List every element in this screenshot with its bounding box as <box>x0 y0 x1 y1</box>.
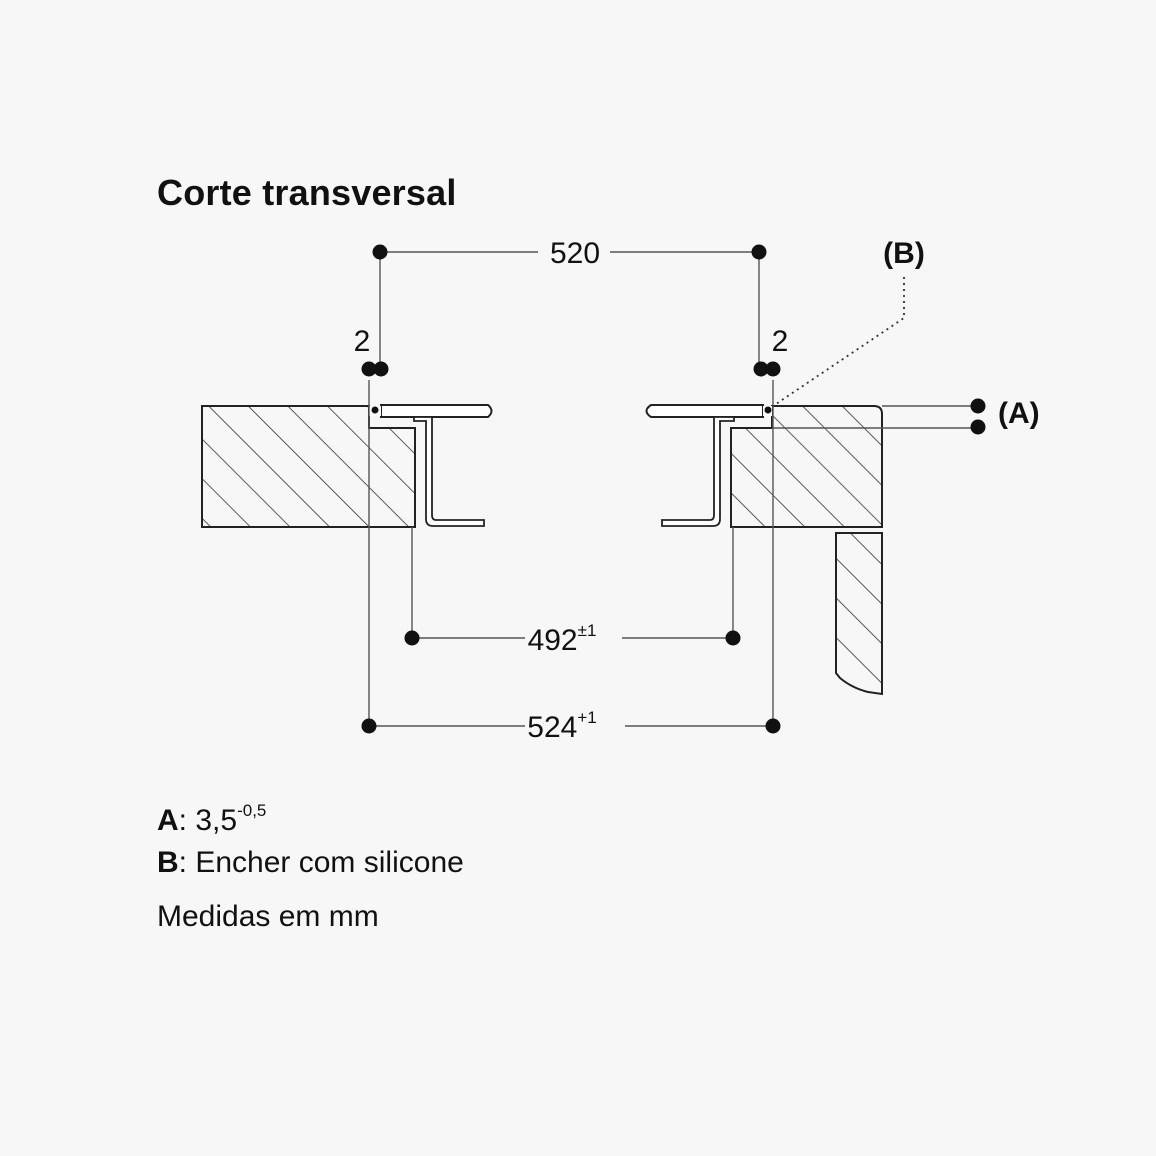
dim-dot <box>765 718 781 734</box>
dim-right-gap-label: 2 <box>772 325 789 358</box>
units-note: Medidas em mm <box>157 900 379 933</box>
dim-492-label: 492±1 <box>528 621 597 657</box>
dimension-lines <box>369 251 773 727</box>
dim-492-tolerance: ±1 <box>578 621 597 640</box>
dim-524-label: 524+1 <box>527 708 596 744</box>
right-silicone-dot <box>764 406 772 414</box>
page-title: Corte transversal <box>157 172 457 213</box>
dim-dot <box>361 361 377 377</box>
legend: A: 3,5-0,5 B: Encher com silicone <box>157 790 464 884</box>
extension-lines <box>368 252 978 726</box>
dim-dot <box>751 244 767 260</box>
legend-b-separator: : <box>178 846 188 879</box>
legend-row-b: B: Encher com silicone <box>157 842 464 884</box>
dim-dot <box>753 361 769 377</box>
left-worktop-section <box>201 405 416 528</box>
left-silicone-dot <box>371 406 379 414</box>
dim-dot <box>373 361 389 377</box>
callout-b-label: (B) <box>883 237 925 270</box>
leader-line-b <box>772 277 905 407</box>
dim-524-value: 524 <box>527 711 577 744</box>
dim-dot <box>970 398 986 414</box>
legend-b-key: B <box>157 846 179 879</box>
dim-dot <box>725 630 741 646</box>
cabinet-side-panel <box>835 532 883 696</box>
dim-dot <box>361 718 377 734</box>
dim-520-label: 520 <box>550 237 600 270</box>
legend-a-key: A <box>157 804 179 837</box>
left-hob-plate <box>380 404 493 418</box>
legend-a-value: 3,5 <box>195 804 238 837</box>
dim-492-value: 492 <box>528 624 578 657</box>
dimension-dots <box>361 244 986 734</box>
dim-left-gap-label: 2 <box>354 325 371 358</box>
dim-dot <box>765 361 781 377</box>
right-mounting-bracket <box>661 416 735 527</box>
left-mounting-bracket <box>413 416 485 527</box>
dim-dot <box>970 419 986 435</box>
legend-row-a: A: 3,5-0,5 <box>157 790 464 842</box>
right-worktop-section <box>730 405 883 528</box>
legend-a-tolerance: -0,5 <box>237 801 267 820</box>
dim-524-tolerance: +1 <box>577 708 596 727</box>
legend-b-text: Encher com silicone <box>195 846 464 879</box>
dim-dot <box>404 630 420 646</box>
right-hob-plate <box>645 404 764 418</box>
dim-dot <box>372 244 388 260</box>
legend-a-separator: : <box>178 804 188 837</box>
callout-a-label: (A) <box>998 397 1040 430</box>
